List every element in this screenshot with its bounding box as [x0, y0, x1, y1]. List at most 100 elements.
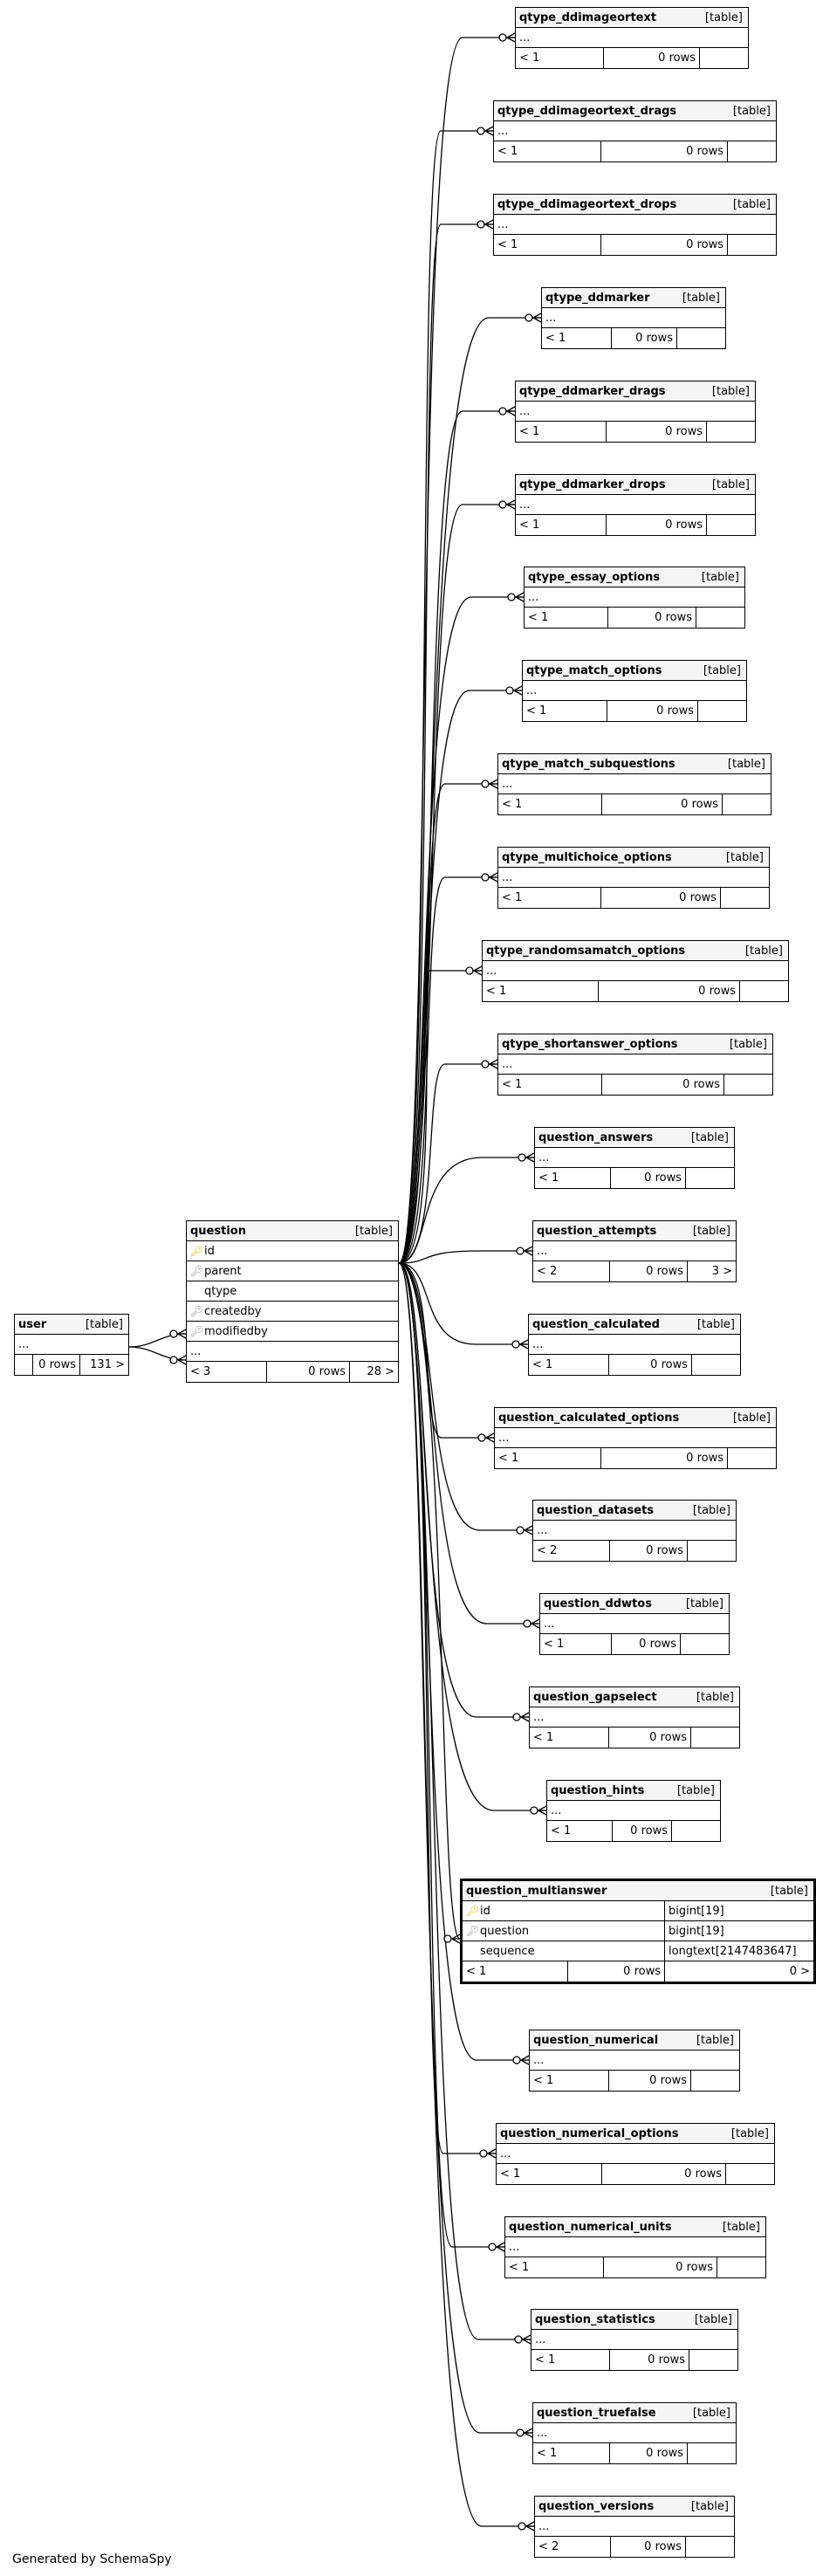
table-question-hints[interactable]: question_hints [table] ... < 1 0 rows — [546, 1780, 721, 1842]
table-name: question_gapselect — [533, 1691, 657, 1704]
row-count: 0 rows — [610, 1541, 688, 1561]
table-name: qtype_match_subquestions — [502, 758, 675, 771]
table-question-calculated[interactable]: question_calculated [table] ... < 1 0 ro… — [528, 1314, 741, 1376]
table-qtype-match-subquestions[interactable]: qtype_match_subquestions [table] ... < 1… — [497, 753, 771, 815]
parent-count: < 1 — [525, 608, 608, 628]
edge-end-optional-marker — [518, 1153, 526, 1162]
table-footer: < 1 0 rows — [495, 1448, 776, 1468]
column-row[interactable]: 🔑︎parent — [187, 1261, 398, 1281]
row-count: 0 rows — [610, 1261, 688, 1281]
edge-end-crowfoot-marker — [524, 1525, 533, 1535]
table-qtype-shortanswer-options[interactable]: qtype_shortanswer_options [table] ... < … — [497, 1034, 773, 1096]
table-header: question_numerical_units [table] — [505, 2217, 765, 2237]
parent-count: < 1 — [494, 235, 601, 255]
child-count — [677, 328, 725, 348]
row-count: 0 rows — [33, 1355, 80, 1375]
collapsed-columns: ... — [535, 2517, 734, 2537]
table-name: question_truefalse — [537, 2407, 656, 2420]
table-type-label: [table] — [732, 198, 771, 211]
table-qtype-ddmarker-drops[interactable]: qtype_ddmarker_drops [table] ... < 1 0 r… — [515, 474, 756, 536]
edge-end-crowfoot-marker — [473, 965, 483, 976]
table-qtype-ddimageortext-drops[interactable]: qtype_ddimageortext_drops [table] ... < … — [493, 194, 777, 256]
table-qtype-essay-options[interactable]: qtype_essay_options [table] ... < 1 0 ro… — [524, 567, 745, 629]
row-count: 0 rows — [601, 888, 721, 908]
table-qtype-ddmarker[interactable]: qtype_ddmarker [table] ... < 1 0 rows — [541, 287, 726, 349]
table-header: qtype_randomsamatch_options [table] — [483, 941, 788, 961]
table-header: question_numerical_options [table] — [497, 2124, 774, 2144]
table-question-numerical-options[interactable]: question_numerical_options [table] ... <… — [496, 2123, 775, 2185]
edge-end-optional-marker — [479, 2149, 488, 2158]
table-question-datasets[interactable]: question_datasets [table] ... < 2 0 rows — [532, 1500, 737, 1562]
row-count: 0 rows — [601, 1448, 728, 1468]
child-count — [698, 701, 746, 721]
child-count — [728, 235, 776, 255]
parent-count: < 2 — [533, 1541, 611, 1561]
table-name: question_hints — [551, 1784, 645, 1797]
table-question-calculated-options[interactable]: question_calculated_options [table] ... … — [494, 1407, 777, 1469]
table-type-label: [table] — [676, 1784, 715, 1797]
edge-end-optional-marker — [477, 127, 485, 135]
column-row[interactable]: 🔑︎id — [187, 1241, 398, 1261]
parent-count: < 3 — [187, 1362, 267, 1382]
table-name: question — [190, 1225, 246, 1238]
table-name: question_versions — [538, 2500, 655, 2513]
table-question[interactable]: question [table] 🔑︎id 🔑︎parent 🔑︎qtype 🔑… — [186, 1220, 399, 1383]
table-question-versions[interactable]: question_versions [table] ... < 2 0 rows — [534, 2496, 735, 2558]
foreign-key-icon: 🔑︎ — [190, 1304, 204, 1317]
table-footer: < 1 0 rows 0 > — [463, 1961, 813, 1982]
edge-question-to-multianswer — [398, 1262, 461, 1940]
foreign-key-icon: 🔑︎ — [466, 1924, 480, 1937]
child-count — [707, 422, 755, 442]
table-type-label: [table] — [730, 2127, 769, 2140]
table-name: qtype_ddimageortext — [519, 11, 657, 24]
table-qtype-ddmarker-drags[interactable]: qtype_ddmarker_drags [table] ... < 1 0 r… — [515, 381, 756, 443]
edge-end-crowfoot-marker — [522, 2334, 531, 2345]
table-qtype-ddimageortext[interactable]: qtype_ddimageortext [table] ... < 1 0 ro… — [515, 7, 749, 69]
table-question-answers[interactable]: question_answers [table] ... < 1 0 rows — [534, 1127, 735, 1189]
table-question-numerical[interactable]: question_numerical [table] ... < 1 0 row… — [529, 2030, 740, 2092]
table-question-numerical-units[interactable]: question_numerical_units [table] ... < 1… — [504, 2216, 766, 2278]
collapsed-columns: ... — [530, 1707, 739, 1728]
table-footer: < 1 0 rows — [523, 701, 746, 721]
edge-end-crowfoot-marker — [451, 1934, 461, 1944]
table-type-label: [table] — [696, 1318, 735, 1331]
row-count: 0 rows — [611, 2537, 686, 2557]
column-row[interactable]: 🔑︎modifiedby — [187, 1322, 398, 1342]
parent-count: < 1 — [523, 701, 608, 721]
table-question-attempts[interactable]: question_attempts [table] ... < 2 0 rows… — [532, 1220, 737, 1282]
column-row[interactable]: 🔑︎qtype — [187, 1281, 398, 1302]
column-row[interactable]: 🔑︎createdby — [187, 1302, 398, 1322]
edge-question-to-child — [398, 504, 515, 1264]
child-count — [721, 888, 769, 908]
edge-end-optional-marker — [530, 1806, 538, 1815]
edge-question-to-child — [398, 37, 515, 1264]
column-name: question — [480, 1924, 530, 1938]
edge-question-to-child — [398, 1262, 531, 2340]
table-qtype-match-options[interactable]: qtype_match_options [table] ... < 1 0 ro… — [522, 660, 747, 722]
table-qtype-multichoice-options[interactable]: qtype_multichoice_options [table] ... < … — [497, 847, 770, 909]
table-question-statistics[interactable]: question_statistics [table] ... < 1 0 ro… — [531, 2309, 738, 2371]
table-question-ddwtos[interactable]: question_ddwtos [table] ... < 1 0 rows — [539, 1593, 730, 1655]
collapsed-columns: ... — [533, 1241, 736, 1261]
table-footer: < 2 0 rows — [535, 2537, 734, 2557]
edge-question-to-child — [398, 970, 482, 1264]
table-name: qtype_ddmarker_drops — [519, 478, 666, 491]
column-name: sequence — [480, 1944, 535, 1958]
table-header: question_truefalse [table] — [533, 2403, 736, 2423]
table-qtype-randomsamatch-options[interactable]: qtype_randomsamatch_options [table] ... … — [482, 940, 789, 1002]
edge-end-optional-marker — [516, 1247, 525, 1255]
collapsed-columns: ... — [533, 1521, 736, 1541]
parent-count: < 1 — [494, 141, 601, 161]
table-question-truefalse[interactable]: question_truefalse [table] ... < 1 0 row… — [532, 2402, 737, 2464]
table-qtype-ddimageortext-drags[interactable]: qtype_ddimageortext_drags [table] ... < … — [493, 100, 777, 162]
edge-end-optional-marker — [525, 313, 533, 322]
edge-end-crowfoot-marker — [506, 32, 516, 43]
parent-count: < 1 — [497, 2164, 602, 2184]
table-question-gapselect[interactable]: question_gapselect [table] ... < 1 0 row… — [529, 1686, 740, 1748]
table-user[interactable]: user [table] ... 0 rows 131 > — [14, 1314, 129, 1376]
